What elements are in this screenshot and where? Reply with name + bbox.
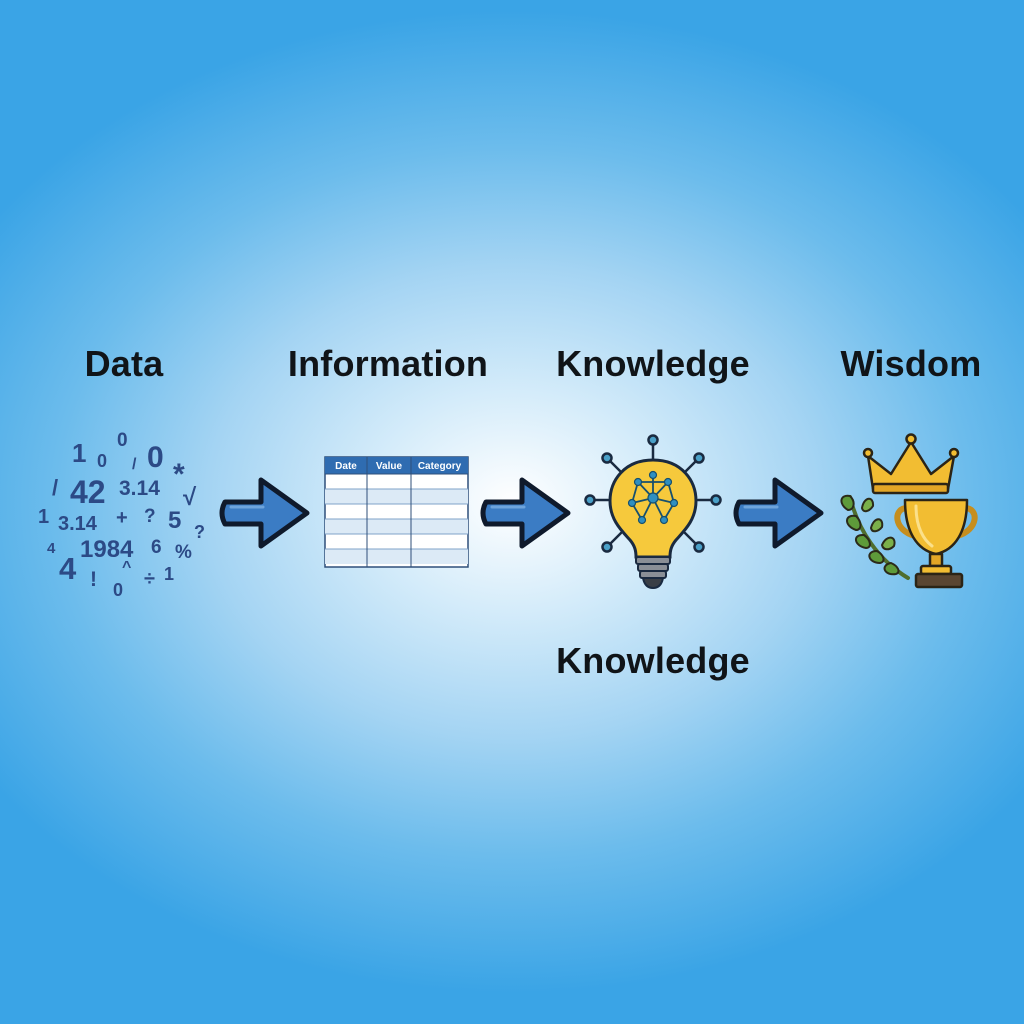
data-glyph: ? [144,506,156,527]
stage-title-wisdom: Wisdom [840,343,982,384]
arrow-right-icon [480,477,571,549]
data-glyph: 1 [164,564,174,584]
stage-title-data: Data [84,343,164,384]
data-glyph: / [132,456,137,473]
data-glyph: 0 [97,451,107,471]
data-glyph: % [175,542,192,563]
data-glyph: ^ [122,559,131,576]
knowledge-repeat-label: Knowledge [556,640,750,681]
data-glyph: 4 [59,551,77,586]
data-glyph: √ [183,484,197,511]
table-header-value: Value [376,461,403,472]
data-glyph: ? [194,522,205,542]
data-glyph: 1984 [80,536,134,563]
number-cloud-icon: 1 0 0 / 0 * / 42 3.14 √ 1 3.14 + ? 5 ? 4… [38,430,205,600]
laurel-branch-icon [840,494,910,580]
data-glyph: + [116,507,128,529]
data-glyph: 3.14 [119,477,160,500]
data-glyph: 1 [72,438,86,468]
data-glyph: 0 [113,580,123,600]
arrow-right-icon [219,477,310,549]
data-glyph: 6 [151,537,162,558]
lightbulb-network-icon [584,434,722,590]
data-glyph: 0 [117,430,128,451]
arrow-right-icon [733,477,824,549]
data-glyph: / [52,475,58,500]
data-glyph: ÷ [144,568,155,590]
data-glyph: 3.14 [58,513,98,535]
crown-trophy-icon [862,433,978,589]
stage-title-knowledge: Knowledge [556,343,750,384]
data-glyph: 0 [147,441,164,474]
data-glyph: * [173,458,185,491]
stage-title-information: Information [287,343,489,384]
table-header-category: Category [418,461,462,472]
data-glyph: ! [90,568,97,591]
data-glyph: 4 [47,540,56,557]
table-header-date: Date [335,461,357,472]
data-glyph: 1 [38,506,49,528]
table-icon: Date Value Category [324,456,469,568]
data-glyph: 5 [168,507,181,534]
data-glyph: 42 [70,474,106,510]
